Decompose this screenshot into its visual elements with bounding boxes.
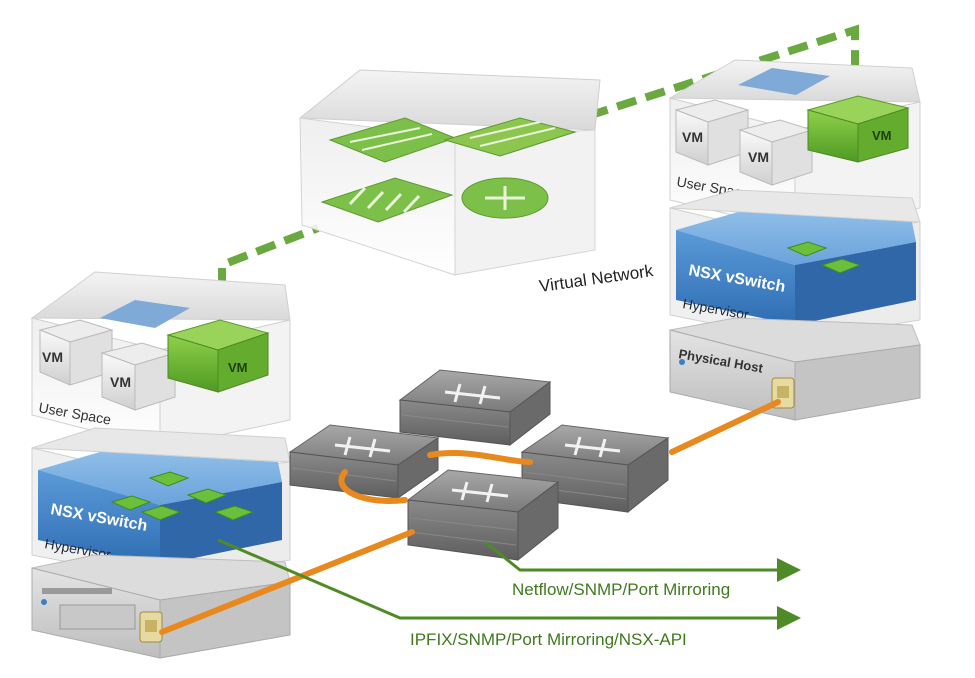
left-vm-2: VM (100, 342, 177, 411)
switch-tile-icon (320, 177, 454, 223)
ipfix-arrow (217, 538, 801, 630)
right-vswitch-port-icon (786, 241, 828, 257)
right-vswitch-port-icon (820, 258, 862, 274)
virtual-network-label: Virtual Network (538, 261, 655, 296)
right-vm-2-label: VM (748, 149, 769, 165)
right-host: VM VM VM User Space NSX vSwitch Hypervis… (668, 59, 921, 421)
left-vswitch-port-icon (186, 488, 228, 504)
left-physical-server (31, 554, 291, 659)
left-nic-port-icon (139, 611, 163, 643)
left-vswitch-port-icon (140, 505, 182, 521)
physical-link-orange (159, 399, 781, 635)
left-vswitch-port-icon (213, 505, 255, 521)
left-host: VM VM VM User Space NSX vSwitch Hypervis… (30, 271, 291, 659)
right-vm-3-label: VM (872, 128, 892, 143)
physical-switch-bottom (406, 469, 560, 562)
load-balancer-tile-icon (443, 117, 577, 157)
physical-switch-top (398, 369, 552, 447)
netflow-label: Netflow/SNMP/Port Mirroring (512, 580, 730, 599)
right-vm-1: VM (674, 99, 750, 166)
ipfix-label: IPFIX/SNMP/Port Mirroring/NSX-API (410, 630, 687, 649)
left-vm-3-active: VM (166, 319, 270, 393)
right-physical-server: Physical Host (669, 317, 921, 421)
left-vm-1: VM (38, 319, 114, 386)
right-vm-3-active: VM (806, 95, 910, 163)
right-vm-1-label: VM (682, 129, 703, 145)
virtual-network-box: Virtual Network (298, 69, 655, 296)
physical-switch-right (520, 424, 670, 514)
virtual-link-dashed-right (558, 24, 859, 129)
left-vm-1-label: VM (42, 349, 63, 365)
left-vswitch-port-icon (110, 495, 152, 511)
right-vm-2: VM (738, 119, 814, 186)
left-vm-3-label: VM (228, 360, 248, 375)
physical-switch-left (288, 424, 440, 499)
left-vm-2-label: VM (110, 374, 131, 390)
left-vswitch-port-icon (148, 471, 190, 487)
netflow-arrow (484, 540, 801, 582)
